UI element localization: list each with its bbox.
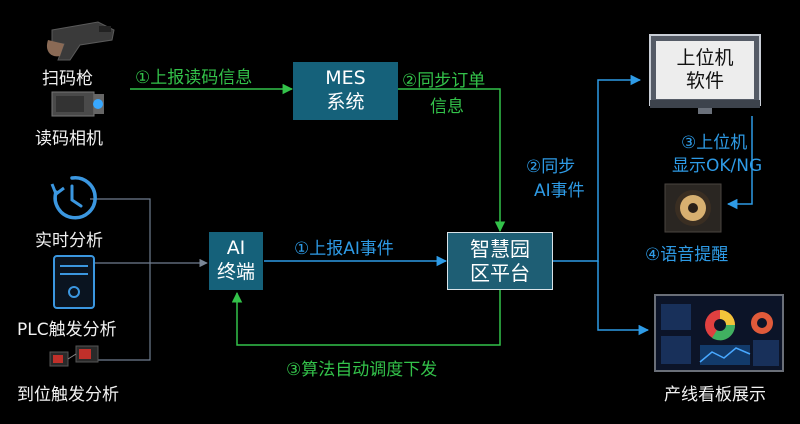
edge-label-report-ai-event: ①上报AI事件 bbox=[294, 239, 394, 259]
edge-to-dashboard bbox=[597, 261, 650, 336]
host-line2: 软件 bbox=[685, 70, 724, 92]
plc-controller-icon bbox=[53, 255, 95, 309]
host-software-node: 上位机 软件 bbox=[656, 42, 754, 98]
edge-sync-order bbox=[398, 88, 506, 233]
edge-label-report-code: ①上报读码信息 bbox=[135, 68, 253, 88]
edge-label-sync-ai-1: ②同步 bbox=[526, 157, 576, 177]
host-line1: 上位机 bbox=[676, 47, 734, 70]
edge-algo-dispatch bbox=[231, 290, 501, 346]
sensor-icon bbox=[49, 345, 99, 367]
camera-icon bbox=[51, 91, 104, 117]
edge-label-sync-ai-2: AI事件 bbox=[534, 181, 585, 201]
mes-line2: 系统 bbox=[326, 91, 365, 113]
platform-line1: 智慧园 bbox=[470, 237, 530, 261]
edge-label-host-display-2: 显示OK/NG bbox=[672, 156, 763, 176]
plc-analysis-label: PLC触发分析 bbox=[17, 320, 117, 340]
platform-line2: 区平台 bbox=[470, 261, 530, 285]
ai-terminal-node: AI 终端 bbox=[209, 232, 263, 290]
edge-label-algo-dispatch: ③算法自动调度下发 bbox=[286, 360, 438, 380]
barcode-scanner-icon bbox=[46, 21, 115, 61]
mes-line1: MES bbox=[325, 67, 366, 90]
voice-alert-label: ④语音提醒 bbox=[645, 245, 729, 265]
speaker-icon bbox=[664, 183, 722, 233]
realtime-analysis-label: 实时分析 bbox=[35, 231, 103, 251]
clock-history-icon bbox=[50, 176, 97, 220]
edge-label-sync-order-2: 信息 bbox=[430, 97, 464, 117]
ai-line2: 终端 bbox=[216, 261, 255, 283]
edge-host-to-speaker bbox=[726, 116, 753, 210]
position-analysis-label: 到位触发分析 bbox=[17, 385, 119, 405]
edge-sync-ai-to-host bbox=[553, 74, 642, 262]
smart-park-platform-node: 智慧园 区平台 bbox=[447, 232, 553, 290]
dashboard-screen-icon bbox=[654, 294, 784, 372]
ai-line1: AI bbox=[226, 237, 246, 260]
mes-system-node: MES 系统 bbox=[293, 62, 398, 120]
edge-label-host-display-1: ③上位机 bbox=[681, 133, 748, 153]
edge-label-sync-order-1: ②同步订单 bbox=[402, 71, 486, 91]
monitor-icon bbox=[649, 34, 761, 114]
scanner-gun-label: 扫码枪 bbox=[42, 69, 93, 89]
edge-analysis-merge bbox=[90, 198, 151, 361]
dashboard-label: 产线看板展示 bbox=[664, 385, 766, 405]
scan-camera-label: 读码相机 bbox=[35, 129, 103, 149]
